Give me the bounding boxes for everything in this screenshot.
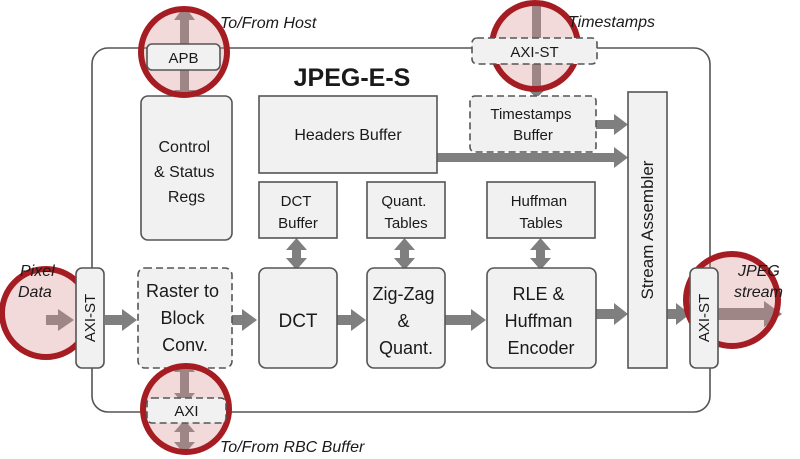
axi-st-right-interface <box>689 267 719 369</box>
rle-to-assembler-arrow <box>596 303 628 325</box>
timestamps-label: Timestamps <box>568 14 655 31</box>
axi-to-raster-arrow <box>105 309 137 331</box>
axi-rbc-arrow <box>174 420 195 454</box>
axi-bottom-interface <box>146 397 227 424</box>
headers-buffer-label: Headers Buffer <box>294 127 402 144</box>
jpeg-stream-label: JPEG stream <box>734 263 784 301</box>
rle-huffman-encoder-block <box>486 267 597 369</box>
control-status-label: Control & Status Regs <box>154 139 219 206</box>
zigzag-quant-label: Zig-Zag & Quant. <box>372 284 439 358</box>
dct-buffer-block <box>258 181 338 239</box>
dct-block <box>258 267 338 369</box>
dct-to-zigzag-arrow <box>337 309 366 331</box>
zigzag-quant-block <box>366 267 446 369</box>
huffman-tables-block <box>486 181 596 239</box>
axi-st-right-label: AXI-ST <box>696 294 713 342</box>
rbc-buffer-label: To/From RBC Buffer <box>220 439 365 456</box>
stream-assembler-block <box>627 91 668 369</box>
axi-st-top-label: AXI-ST <box>510 44 558 61</box>
raster-block-conv-block <box>137 267 233 369</box>
rle-huffman-encoder-label: RLE & Huffman Encoder <box>505 284 578 358</box>
quant-tables-block <box>366 181 446 239</box>
axi-st-left-label: AXI-ST <box>82 294 99 342</box>
raster-block-conv-label: Raster to Block Conv. <box>146 281 224 355</box>
host-label: To/From Host <box>220 15 317 32</box>
huffman-tables-arrow <box>530 238 551 270</box>
pixel-data-label: Pixel Data <box>18 263 59 301</box>
pixel-input-arrow <box>46 309 74 331</box>
raster-to-dct-arrow <box>232 309 257 331</box>
quant-tables-label: Quant. Tables <box>381 193 430 232</box>
axi-st-top-interface <box>471 37 598 65</box>
axi-bottom-label: AXI <box>174 403 198 420</box>
dct-label: DCT <box>278 311 317 332</box>
headers-buffer-block <box>258 95 438 174</box>
dct-buffer-arrow <box>286 238 307 270</box>
stream-assembler-label: Stream Assembler <box>638 160 657 299</box>
diagram-title: JPEG-E-S <box>294 64 411 92</box>
assembler-to-axi-arrow <box>667 303 690 325</box>
headers-to-assembler-arrow <box>437 147 628 168</box>
zigzag-to-rle-arrow <box>445 309 486 331</box>
timestamps-to-assembler-arrow <box>596 114 628 135</box>
timestamps-buffer-block <box>469 95 597 153</box>
axi-st-left-interface <box>75 267 105 369</box>
apb-label: APB <box>168 50 198 67</box>
quant-tables-arrow <box>394 238 415 270</box>
apb-interface <box>146 43 221 71</box>
dct-buffer-label: DCT Buffer <box>278 193 318 232</box>
timestamps-buffer-label: Timestamps Buffer <box>490 106 575 144</box>
huffman-tables-label: Huffman Tables <box>511 193 572 232</box>
